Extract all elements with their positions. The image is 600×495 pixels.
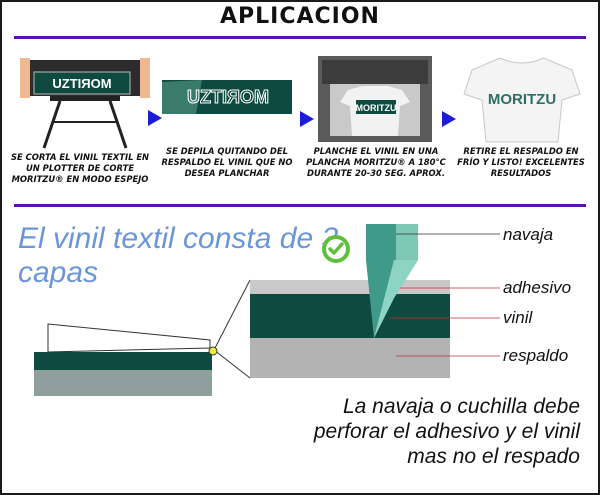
check-icon — [321, 234, 351, 264]
label-navaja: navaja — [503, 225, 554, 244]
press-shirt-text: MORITZU — [356, 103, 397, 113]
plotter-vinyl-text: UZTIЯOM — [52, 76, 111, 91]
step-arrow-1 — [148, 110, 162, 126]
label-adhesivo: adhesivo — [503, 278, 572, 297]
label-vinil: vinil — [503, 308, 533, 327]
middle-divider — [14, 204, 586, 207]
label-respaldo: respaldo — [503, 346, 569, 365]
layers-diagram — [0, 220, 600, 400]
top-divider — [14, 36, 586, 39]
step-arrow-3 — [442, 111, 456, 127]
finished-shirt-text: MORITZU — [488, 91, 556, 108]
step-1-caption: SE CORTA EL VINIL TEXTIL EN UN PLOTTER D… — [10, 152, 150, 184]
step-3-image: MORITZU — [318, 56, 432, 142]
step-2-image: UZTIЯOM — [162, 80, 292, 114]
step-1-image: UZTIЯOM — [20, 52, 150, 152]
step-4-image: MORITZU — [462, 54, 582, 144]
page-title: APLICACION — [220, 4, 380, 29]
step-4-caption: RETIRE EL RESPALDO EN FRÍO Y LISTO! EXCE… — [457, 146, 585, 178]
step-3-caption: PLANCHE EL VINIL EN UNA PLANCHA MORITZU®… — [306, 146, 446, 178]
blade-note: La navaja o cuchilla debe perforar el ad… — [313, 395, 580, 468]
weeded-vinyl-text: UZTIЯOM — [187, 87, 269, 107]
step-arrow-2 — [300, 111, 314, 127]
layers-heading: El vinil textil consta de 3 capas — [18, 222, 339, 289]
step-2-caption: SE DEPILA QUITANDO DEL RESPALDO EL VINIL… — [161, 146, 293, 178]
